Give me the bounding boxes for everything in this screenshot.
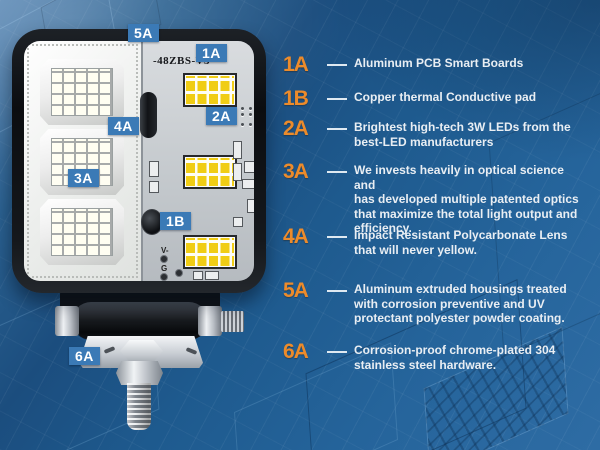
- solder-pad: [175, 269, 183, 277]
- pcb-component: [247, 199, 254, 213]
- callout-tag: 4A: [283, 225, 309, 248]
- callout-tag: 2A: [283, 117, 309, 140]
- smd-led-array: [183, 155, 237, 189]
- side-hex-nut: [55, 306, 79, 336]
- led-chip-grid: [51, 208, 113, 256]
- callout-tag: 1A: [283, 53, 309, 76]
- leader-dash: [320, 281, 354, 300]
- worklight-face: -48ZBS-V3: [24, 41, 254, 281]
- part-badge-1a: 1A: [196, 44, 227, 62]
- part-badge-2a: 2A: [206, 107, 237, 125]
- pcb-label-g: G: [161, 264, 168, 273]
- bolt-hex-nut: [116, 361, 163, 385]
- side-hex-nut: [198, 306, 222, 336]
- callout-tag: 3A: [283, 160, 309, 183]
- pivot-cylinder: [72, 302, 208, 340]
- pcb-component: [242, 179, 254, 189]
- pcb-via: [241, 113, 244, 116]
- callout-6a: 6A Corrosion-proof chrome-plated 304 sta…: [283, 340, 586, 372]
- leader-dash: [320, 89, 354, 108]
- callout-5a: 5A Aluminum extruded housings treated wi…: [283, 279, 586, 326]
- smd-led-array: [183, 235, 237, 269]
- callout-text: Impact Resistant Polycarbonate Lens that…: [354, 228, 568, 257]
- solder-pad: [160, 255, 168, 263]
- callout-text: We invests heavily in optical science an…: [354, 163, 579, 236]
- leader-dash: [320, 342, 354, 361]
- part-badge-3a: 3A: [68, 169, 99, 187]
- callout-text: Copper thermal Conductive pad: [354, 90, 537, 104]
- leader-dash: [320, 162, 354, 181]
- part-badge-6a: 6A: [69, 347, 100, 365]
- pcb-component: [193, 271, 203, 280]
- model-number: -48ZBS-V3: [153, 55, 211, 67]
- threaded-stub: [221, 311, 244, 332]
- pcb-component: [233, 141, 242, 159]
- worklight-housing: -48ZBS-V3: [12, 29, 266, 293]
- led-chip-grid: [51, 68, 113, 116]
- led-reflector-cluster: [40, 129, 124, 195]
- leader-dash: [320, 227, 354, 246]
- part-badge-4a: 4A: [108, 117, 139, 135]
- callout-tag: 5A: [283, 279, 309, 302]
- led-reflector-cluster: [40, 59, 124, 125]
- part-badge-1b: 1B: [160, 212, 191, 230]
- callout-text: Brightest high-tech 3W LEDs from the bes…: [354, 120, 571, 149]
- callout-text: Aluminum PCB Smart Boards: [354, 56, 524, 70]
- pcb-via: [249, 107, 252, 110]
- threaded-bolt: [127, 383, 151, 430]
- callout-text: Corrosion-proof chrome-plated 304 stainl…: [354, 343, 556, 372]
- leader-dash: [320, 55, 354, 74]
- pcb-component: [244, 161, 254, 173]
- pcb-component: [233, 163, 242, 181]
- pcb-component: [233, 217, 243, 227]
- pcb-via: [241, 107, 244, 110]
- pcb-slot: [140, 92, 157, 138]
- callout-tag: 1B: [283, 87, 309, 110]
- callout-3a: 3A We invests heavily in optical science…: [283, 160, 586, 236]
- pcb-label-v: V-: [161, 246, 169, 255]
- smd-led-array: [183, 73, 237, 107]
- callout-4a: 4A Impact Resistant Polycarbonate Lens t…: [283, 225, 586, 257]
- pcb-component: [149, 161, 159, 177]
- callout-text: Aluminum extruded housings treated with …: [354, 282, 567, 326]
- callout-1a: 1A Aluminum PCB Smart Boards: [283, 53, 586, 76]
- callout-tag: 6A: [283, 340, 309, 363]
- worklight-pcb-half: -48ZBS-V3: [140, 41, 254, 281]
- pcb-component: [149, 181, 159, 193]
- worklight-lens-half: [24, 41, 141, 281]
- bracket-hex-nut: [120, 340, 163, 362]
- callout-2a: 2A Brightest high-tech 3W LEDs from the …: [283, 117, 586, 149]
- part-badge-5a: 5A: [128, 24, 159, 42]
- pcb-via: [249, 123, 252, 126]
- leader-dash: [320, 119, 354, 138]
- pcb-component: [205, 271, 219, 280]
- solder-pad: [160, 273, 168, 281]
- pcb-via: [241, 123, 244, 126]
- led-reflector-cluster: [40, 199, 124, 265]
- callout-1b: 1B Copper thermal Conductive pad: [283, 87, 586, 110]
- pcb-via: [249, 113, 252, 116]
